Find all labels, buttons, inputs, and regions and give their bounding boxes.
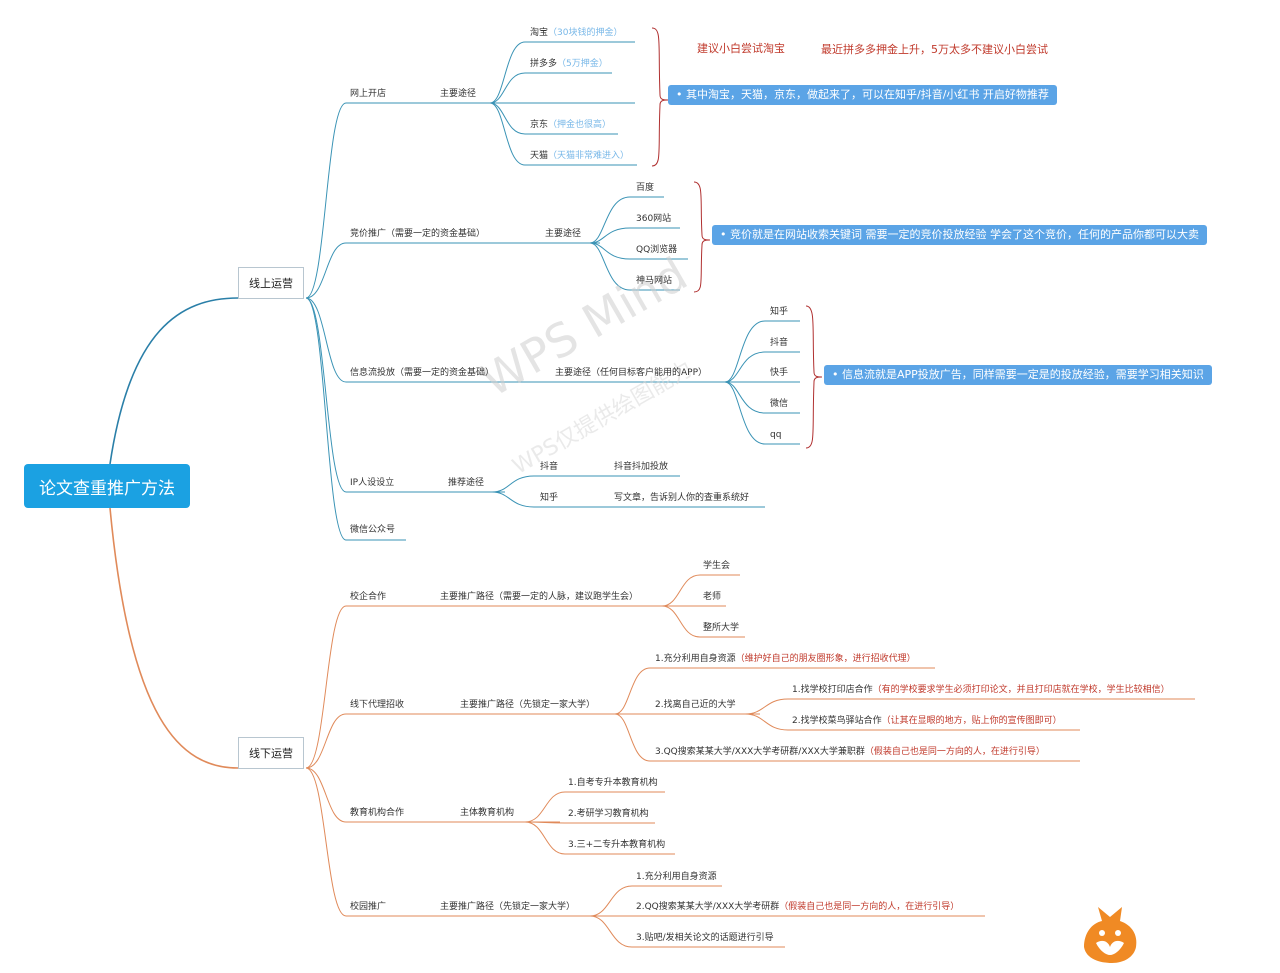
ip-item-desc[interactable]: 写文章，告诉别人你的查重系统好 <box>614 493 750 503</box>
feed-item[interactable]: 知乎 <box>770 307 789 317</box>
topic-offline[interactable]: 线下运营 <box>238 737 304 769</box>
ip-item-desc[interactable]: 抖音抖加投放 <box>614 462 669 472</box>
bid-item[interactable]: 360网站 <box>636 214 672 224</box>
feed-label[interactable]: 信息流投放（需要一定的资金基础） <box>350 368 495 378</box>
bid-item[interactable]: 百度 <box>636 183 655 193</box>
edu-label[interactable]: 教育机构合作 <box>350 808 405 818</box>
agent-item[interactable]: 2.找离自己近的大学 <box>655 700 736 710</box>
agent-subitem[interactable]: 1.找学校打印店合作（有的学校要求学生必须打印论文，并且打印店就在学校，学生比较… <box>792 685 1170 695</box>
ip-item[interactable]: 抖音 <box>540 462 559 472</box>
ip-item[interactable]: 知乎 <box>540 493 559 503</box>
feed-item[interactable]: 微信 <box>770 399 789 409</box>
bid-label[interactable]: 竞价推广（需要一定的资金基础） <box>350 229 486 239</box>
feed-summary[interactable]: • 信息流就是APP投放广告，同样需要一定是的投放经验，需要学习相关知识 <box>824 365 1212 385</box>
shop-advice: 最近拼多多押金上升，5万太多不建议小白尝试 <box>821 43 1048 56</box>
edu-item[interactable]: 2.考研学习教育机构 <box>568 809 649 819</box>
wps-fox-logo-icon <box>1084 907 1137 963</box>
edu-item[interactable]: 1.自考专升本教育机构 <box>568 778 658 788</box>
school-item[interactable]: 学生会 <box>703 561 731 571</box>
agent-label[interactable]: 线下代理招收 <box>350 700 405 710</box>
root-topic[interactable]: 论文查重推广方法 <box>24 464 190 508</box>
feed-item[interactable]: qq <box>770 430 782 440</box>
ip-label[interactable]: IP人设设立 <box>350 478 395 488</box>
school-item[interactable]: 老师 <box>703 592 722 602</box>
campus-label[interactable]: 校园推广 <box>350 902 387 912</box>
shop-item[interactable]: 淘宝（30块钱的押金） <box>530 28 623 38</box>
bid-summary[interactable]: • 竞价就是在网站收索关键词 需要一定的竞价投放经验 学会了这个竞价，任何的产品… <box>712 225 1207 245</box>
feed-item[interactable]: 抖音 <box>770 338 789 348</box>
campus-item[interactable]: 1.充分利用自身资源 <box>636 872 717 882</box>
school-item[interactable]: 整所大学 <box>703 623 740 633</box>
shop-advice: 建议小白尝试淘宝 <box>697 42 785 55</box>
agent-subitem[interactable]: 2.找学校菜鸟驿站合作（让其在显眼的地方，贴上你的宣传图即可） <box>792 716 1062 726</box>
edu-item[interactable]: 3.三+二专升本教育机构 <box>568 840 666 850</box>
bid-item[interactable]: 神马网站 <box>636 276 673 286</box>
shop-summary[interactable]: • 其中淘宝，天猫，京东，做起来了，可以在知乎/抖音/小红书 开启好物推荐 <box>668 85 1057 105</box>
shop-label[interactable]: 网上开店 <box>350 89 387 99</box>
campus-item[interactable]: 3.贴吧/发相关论文的话题进行引导 <box>636 933 774 943</box>
shop-item[interactable]: 拼多多（5万押金） <box>530 59 608 69</box>
bid-item[interactable]: QQ浏览器 <box>636 245 678 255</box>
agent-path[interactable]: 主要推广路径（先锁定一家大学） <box>460 700 596 710</box>
feed-item[interactable]: 快手 <box>770 368 789 378</box>
campus-path[interactable]: 主要推广路径（先锁定一家大学） <box>440 902 576 912</box>
school-path[interactable]: 主要推广路径（需要一定的人脉，建议跑学生会） <box>440 592 639 602</box>
ip-path[interactable]: 推荐途径 <box>448 478 485 488</box>
shop-item[interactable]: 京东（押金也很高） <box>530 120 612 130</box>
school-label[interactable]: 校企合作 <box>350 592 387 602</box>
shop-item[interactable]: 天猫（天猫非常难进入） <box>530 151 630 161</box>
agent-item[interactable]: 3.QQ搜索某某大学/XXX大学考研群/XXX大学兼职群（假装自己也是同一方向的… <box>655 747 1045 757</box>
shop-path[interactable]: 主要途径 <box>440 89 477 99</box>
wechat-label[interactable]: 微信公众号 <box>350 525 396 535</box>
bid-path[interactable]: 主要途径 <box>545 229 582 239</box>
agent-item[interactable]: 1.充分利用自身资源（维护好自己的朋友圈形象，进行招收代理） <box>655 654 916 664</box>
campus-item[interactable]: 2.QQ搜索某某大学/XXX大学考研群（假装自己也是同一方向的人，在进行引导） <box>636 902 960 912</box>
feed-path[interactable]: 主要途径（任何目标客户能用的APP） <box>555 368 708 378</box>
edu-path[interactable]: 主体教育机构 <box>460 808 515 818</box>
topic-online[interactable]: 线上运营 <box>238 267 304 299</box>
